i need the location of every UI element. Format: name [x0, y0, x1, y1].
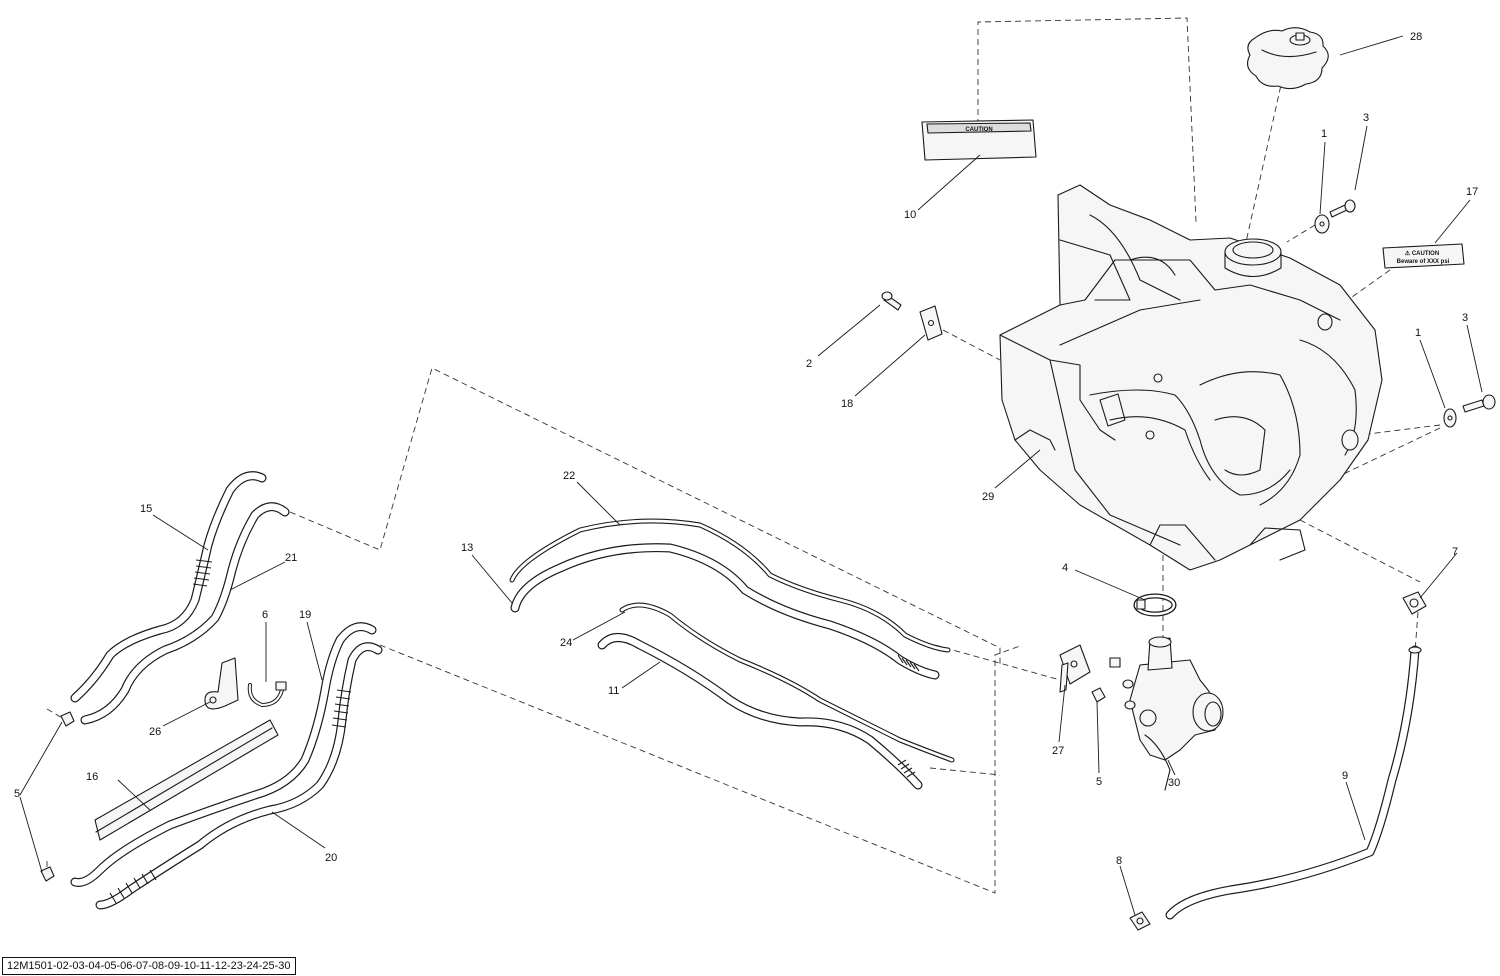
vent-hose-9 — [1165, 645, 1422, 920]
callout-29: 29 — [982, 491, 994, 503]
fuel-hose-21 — [80, 502, 290, 725]
callout-5-left: 5 — [14, 788, 20, 800]
assembly-dashed-lines — [46, 17, 1441, 894]
clamp-6 — [247, 681, 287, 707]
callout-16: 16 — [86, 771, 98, 783]
callout-4: 4 — [1062, 562, 1068, 574]
warning-decal-line: Beware of XXX psi — [1397, 259, 1450, 265]
screw-2 — [881, 291, 902, 311]
callout-22: 22 — [563, 470, 575, 482]
callout-19: 19 — [299, 609, 311, 621]
callout-15: 15 — [140, 503, 152, 515]
callout-3-right: 3 — [1462, 312, 1468, 324]
callout-6: 6 — [262, 609, 268, 621]
fuel-line-24 — [619, 602, 955, 763]
caution-decal: CAUTION — [921, 119, 1037, 161]
fuel-hose-20 — [95, 642, 383, 910]
fuel-cap — [1247, 27, 1329, 90]
fuel-hose-15 — [70, 471, 267, 703]
callout-26: 26 — [149, 726, 161, 738]
screw-upper — [1329, 199, 1356, 218]
pump-bracket — [1059, 644, 1091, 693]
bracket-26 — [204, 657, 239, 710]
nut-5-right — [1091, 687, 1106, 703]
washer-upper — [1314, 214, 1330, 234]
screw-right — [1462, 394, 1496, 413]
callout-17: 17 — [1466, 186, 1478, 198]
callout-2: 2 — [806, 358, 812, 370]
warning-decal: ⚠ CAUTION Beware of XXX psi — [1382, 243, 1465, 269]
callout-21: 21 — [285, 552, 297, 564]
callout-9: 9 — [1342, 770, 1348, 782]
fuel-tank — [999, 184, 1383, 571]
callout-13: 13 — [461, 542, 473, 554]
callout-24: 24 — [560, 637, 572, 649]
fuel-hose-19 — [70, 622, 377, 887]
fuel-pump — [1109, 636, 1224, 791]
diagram-reference-code: 12M1501-02-03-04-05-06-07-08-09-10-11-12… — [2, 957, 296, 975]
washer-right — [1443, 408, 1457, 428]
nut-plate — [919, 305, 943, 341]
nut-5-left-upper — [60, 711, 75, 727]
callout-20: 20 — [325, 852, 337, 864]
callout-28: 28 — [1410, 31, 1422, 43]
nut-5-left-lower — [40, 866, 55, 882]
fuel-line-22 — [509, 518, 951, 653]
callout-numbers: 28 3 1 17 10 2 18 1 3 29 22 15 13 21 24 … — [14, 31, 1478, 867]
callout-7: 7 — [1452, 546, 1458, 558]
callout-11: 11 — [608, 685, 619, 697]
callout-5-right: 5 — [1096, 776, 1102, 788]
callout-1-right: 1 — [1415, 327, 1421, 339]
warning-decal-title: ⚠ CAUTION — [1405, 250, 1439, 257]
callout-1-upper: 1 — [1321, 128, 1327, 140]
fuel-hose-11 — [597, 633, 923, 790]
callout-18: 18 — [841, 398, 853, 410]
callout-3-upper: 3 — [1363, 112, 1369, 124]
clip-8 — [1129, 911, 1151, 931]
caution-decal-text: CAUTION — [965, 127, 992, 133]
heat-shield — [94, 719, 279, 841]
fuel-hose-13 — [510, 543, 940, 680]
callout-27: 27 — [1052, 745, 1064, 757]
callout-30: 30 — [1168, 777, 1180, 789]
clamp-4 — [1133, 593, 1177, 617]
callout-10: 10 — [904, 209, 916, 221]
callout-8: 8 — [1116, 855, 1122, 867]
leader-lines — [19, 35, 1483, 916]
